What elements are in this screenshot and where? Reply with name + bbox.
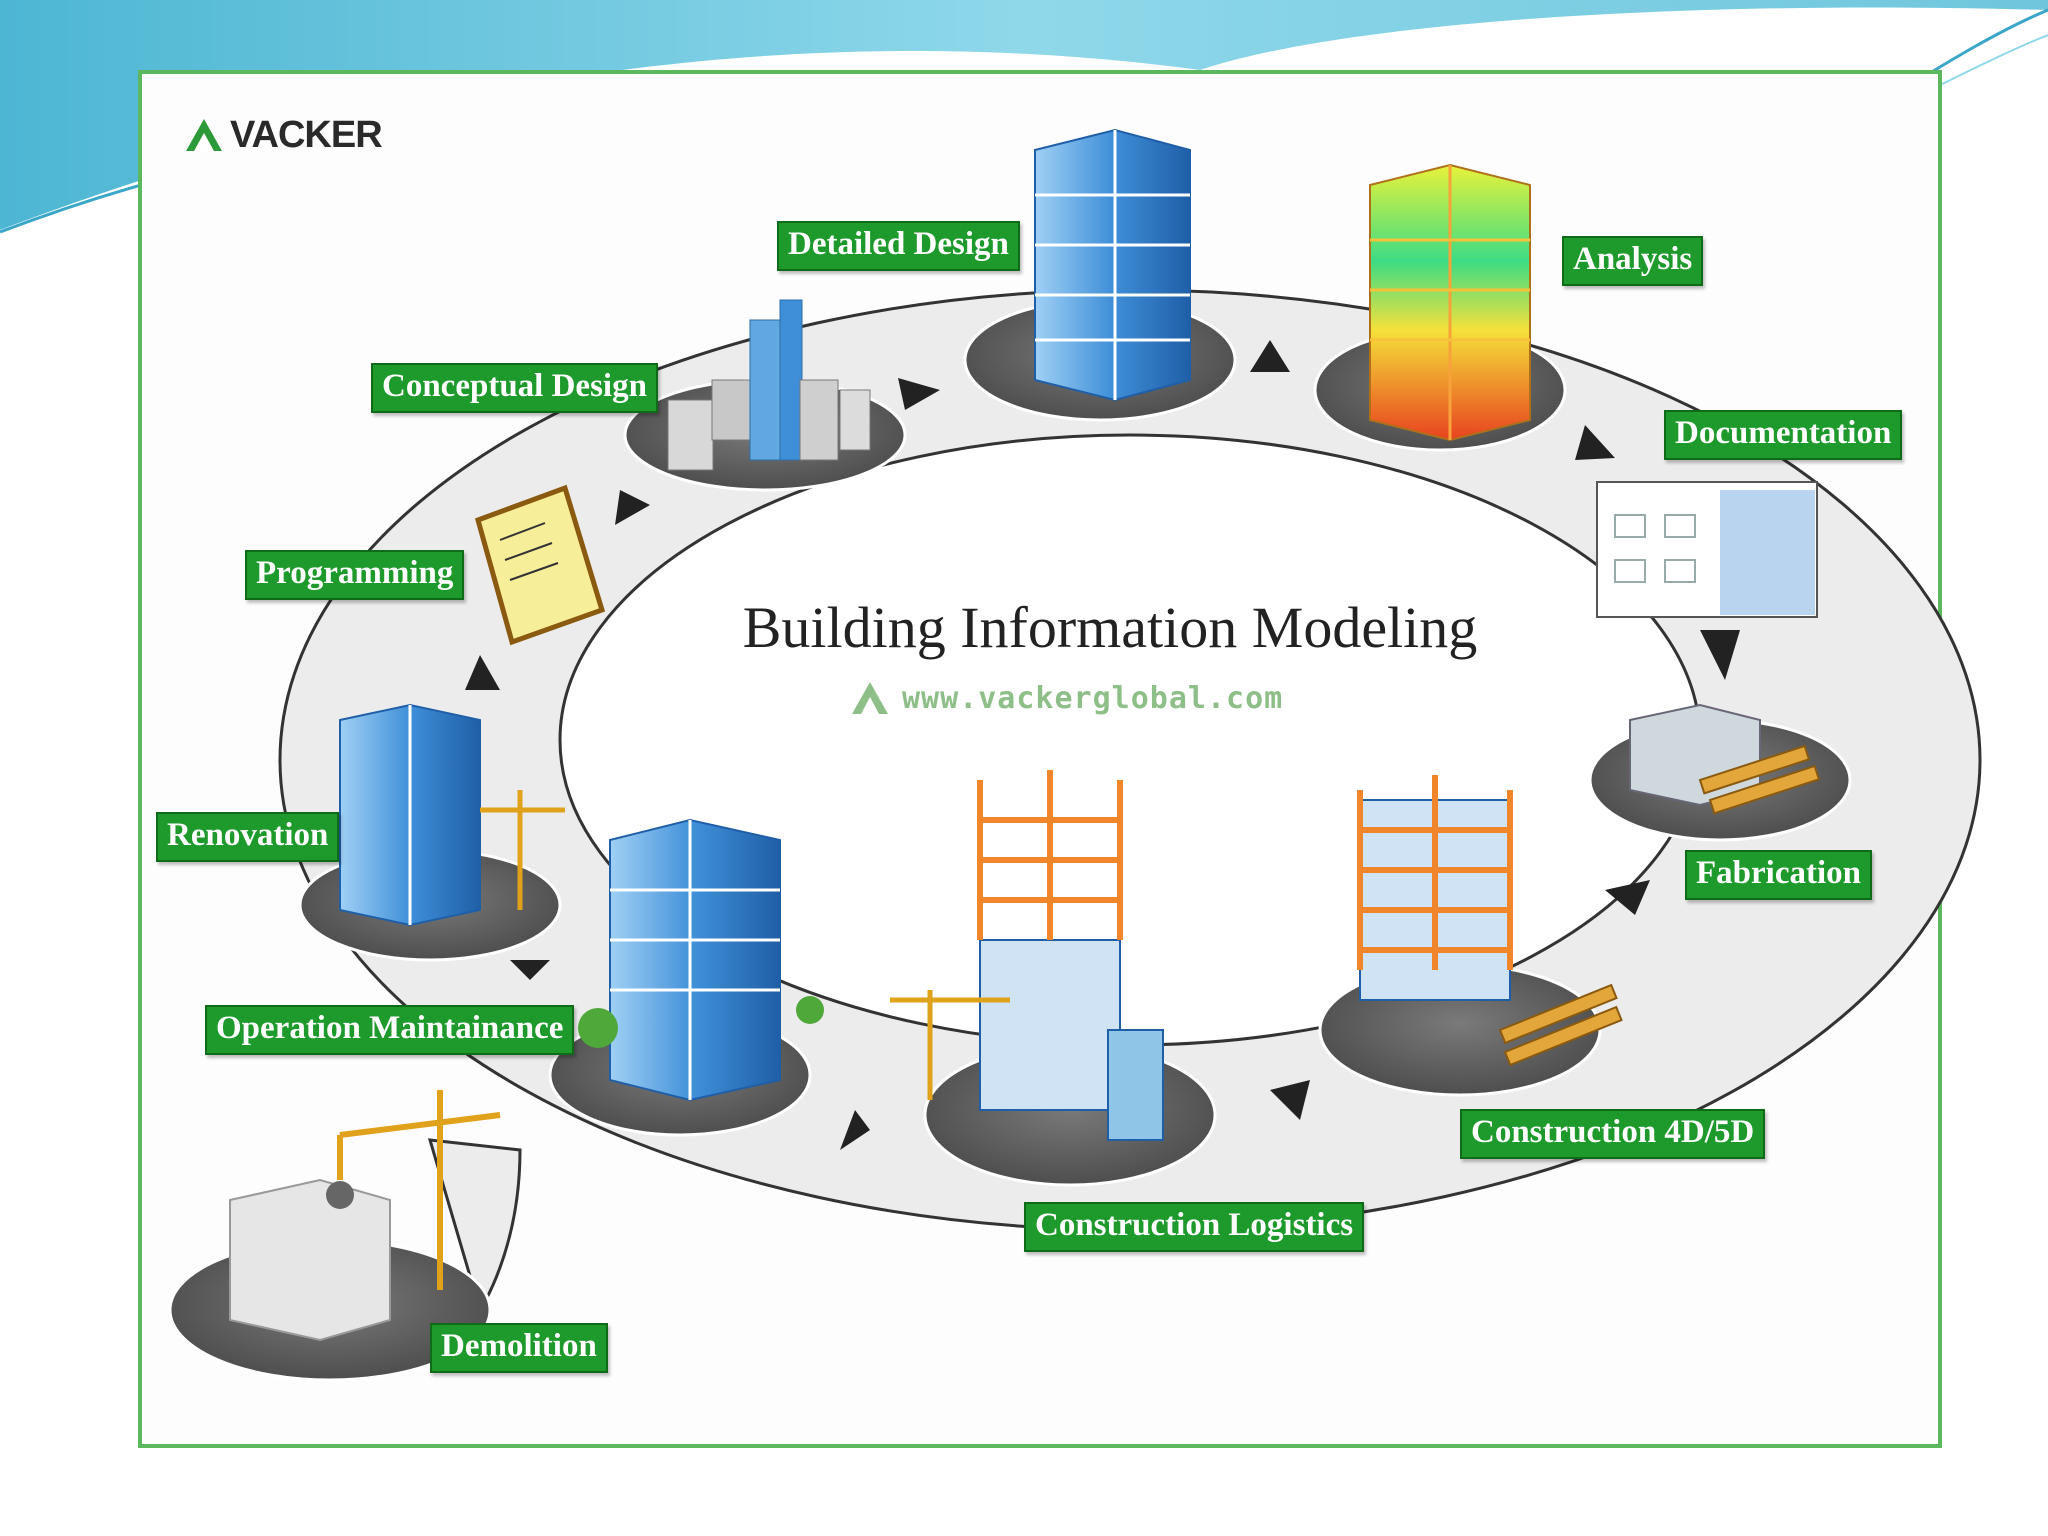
stage-label-demolition: Demolition (430, 1323, 608, 1373)
arrow-programming-to-conceptual (615, 490, 650, 525)
website-text: www.vackerglobal.com (902, 680, 1284, 716)
stage-label-detailed-design: Detailed Design (777, 221, 1020, 271)
brand-logo: VACKER (182, 110, 383, 160)
arrow-construction-to-logistics (1270, 1080, 1310, 1120)
stage-label-construction-4d-5d: Construction 4D/5D (1460, 1109, 1766, 1159)
stage-label-documentation: Documentation (1664, 410, 1903, 460)
stage-label-renovation: Renovation (156, 812, 340, 862)
cycle-arrows (465, 340, 1740, 1150)
stage-label-analysis: Analysis (1562, 236, 1704, 286)
vacker-mark-icon (852, 682, 888, 714)
diagram-title: Building Information Modeling (742, 595, 1478, 660)
arrow-fabrication-to-construction (1605, 880, 1650, 915)
arrow-operation-to-renovation (510, 960, 550, 980)
building-with-lumber-icon (1629, 703, 1821, 815)
finished-building-icon (578, 818, 824, 1102)
city-towers-icon (667, 299, 871, 471)
stage-label-programming: Programming (245, 550, 465, 600)
drawing-sheet-icon (1596, 481, 1818, 618)
stage-label-conceptual-design: Conceptual Design (371, 363, 658, 413)
clipboard-checklist-icon (474, 484, 606, 646)
vacker-leaf-icon (186, 119, 222, 151)
steel-frame-building-icon (1357, 775, 1623, 1067)
heatmap-building-icon (1369, 163, 1531, 442)
building-with-crane-icon (339, 703, 565, 927)
arrow-analysis-to-documentation (1575, 425, 1615, 460)
crane-site-icon (890, 770, 1164, 1141)
arrow-logistics-to-operation (840, 1110, 870, 1150)
arrow-detailed-to-analysis (1250, 340, 1290, 372)
stage-label-fabrication: Fabrication (1685, 850, 1872, 900)
stage-label-operation-maintainance: Operation Maintainance (205, 1005, 575, 1055)
arrow-documentation-to-fabrication (1700, 630, 1740, 680)
arrow-conceptual-to-detailed (898, 378, 940, 410)
glass-office-building-icon (1034, 128, 1191, 402)
stage-label-construction-logistics: Construction Logistics (1024, 1202, 1365, 1252)
website-url: www.vackerglobal.com (848, 676, 1283, 720)
arrow-renovation-to-programming (465, 655, 500, 690)
brand-name: VACKER (230, 113, 383, 156)
wrecking-ball-icon (229, 1090, 501, 1342)
